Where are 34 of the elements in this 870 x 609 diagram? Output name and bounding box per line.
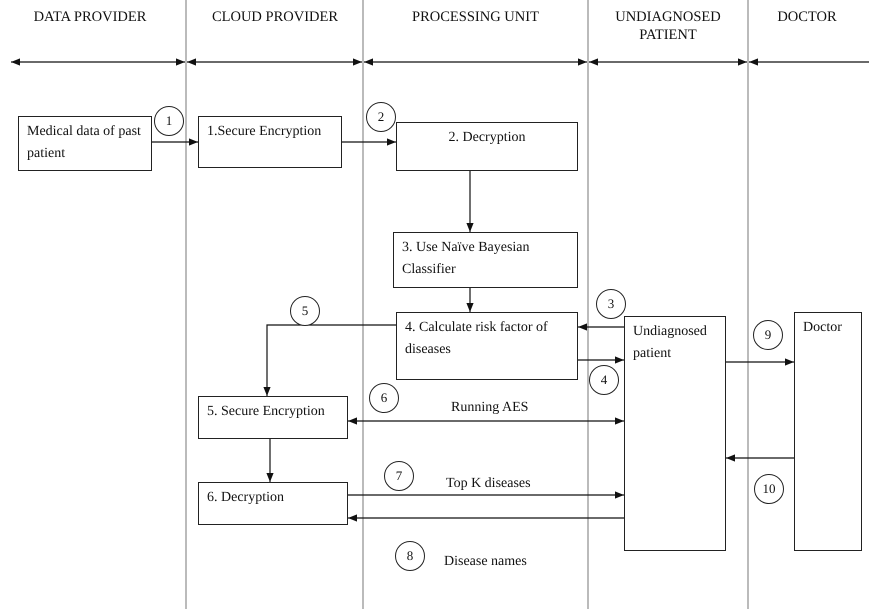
arrow	[263, 324, 396, 396]
arrow	[578, 356, 624, 364]
step-number-circle: 9	[753, 320, 783, 350]
step-number-circle: 10	[754, 474, 784, 504]
step-number-circle: 2	[366, 102, 396, 132]
process-box: 5. Secure Encryption	[198, 396, 348, 439]
edge-label: Running AES	[449, 400, 530, 416]
arrow	[578, 323, 624, 331]
step-number-circle: 6	[369, 383, 399, 413]
step-number-circle: 7	[384, 461, 414, 491]
arrow	[348, 417, 624, 425]
process-box: Undiagnosed patient	[624, 316, 726, 551]
process-box: Doctor	[794, 312, 862, 551]
process-box: 6. Decryption	[198, 482, 348, 525]
arrow	[726, 358, 794, 366]
arrow	[466, 288, 474, 312]
process-box: 2. Decryption	[396, 122, 578, 171]
arrow	[342, 138, 396, 146]
arrow	[348, 514, 624, 522]
arrow	[726, 454, 794, 462]
process-box: 3. Use Naïve Bayesian Classifier	[393, 232, 578, 288]
arrow	[152, 138, 198, 146]
arrow	[348, 491, 624, 499]
edge-label: Top K diseases	[444, 476, 533, 492]
process-box: 4. Calculate risk factor of diseases	[396, 312, 578, 380]
arrow	[266, 439, 274, 482]
step-number-circle: 4	[589, 365, 619, 395]
arrow	[466, 171, 474, 232]
process-box: Medical data of past patient	[18, 116, 152, 171]
step-number-circle: 8	[395, 541, 425, 571]
step-number-circle: 5	[290, 296, 320, 326]
step-number-circle: 1	[154, 106, 184, 136]
process-box: 1.Secure Encryption	[198, 116, 342, 168]
step-number-circle: 3	[596, 289, 626, 319]
